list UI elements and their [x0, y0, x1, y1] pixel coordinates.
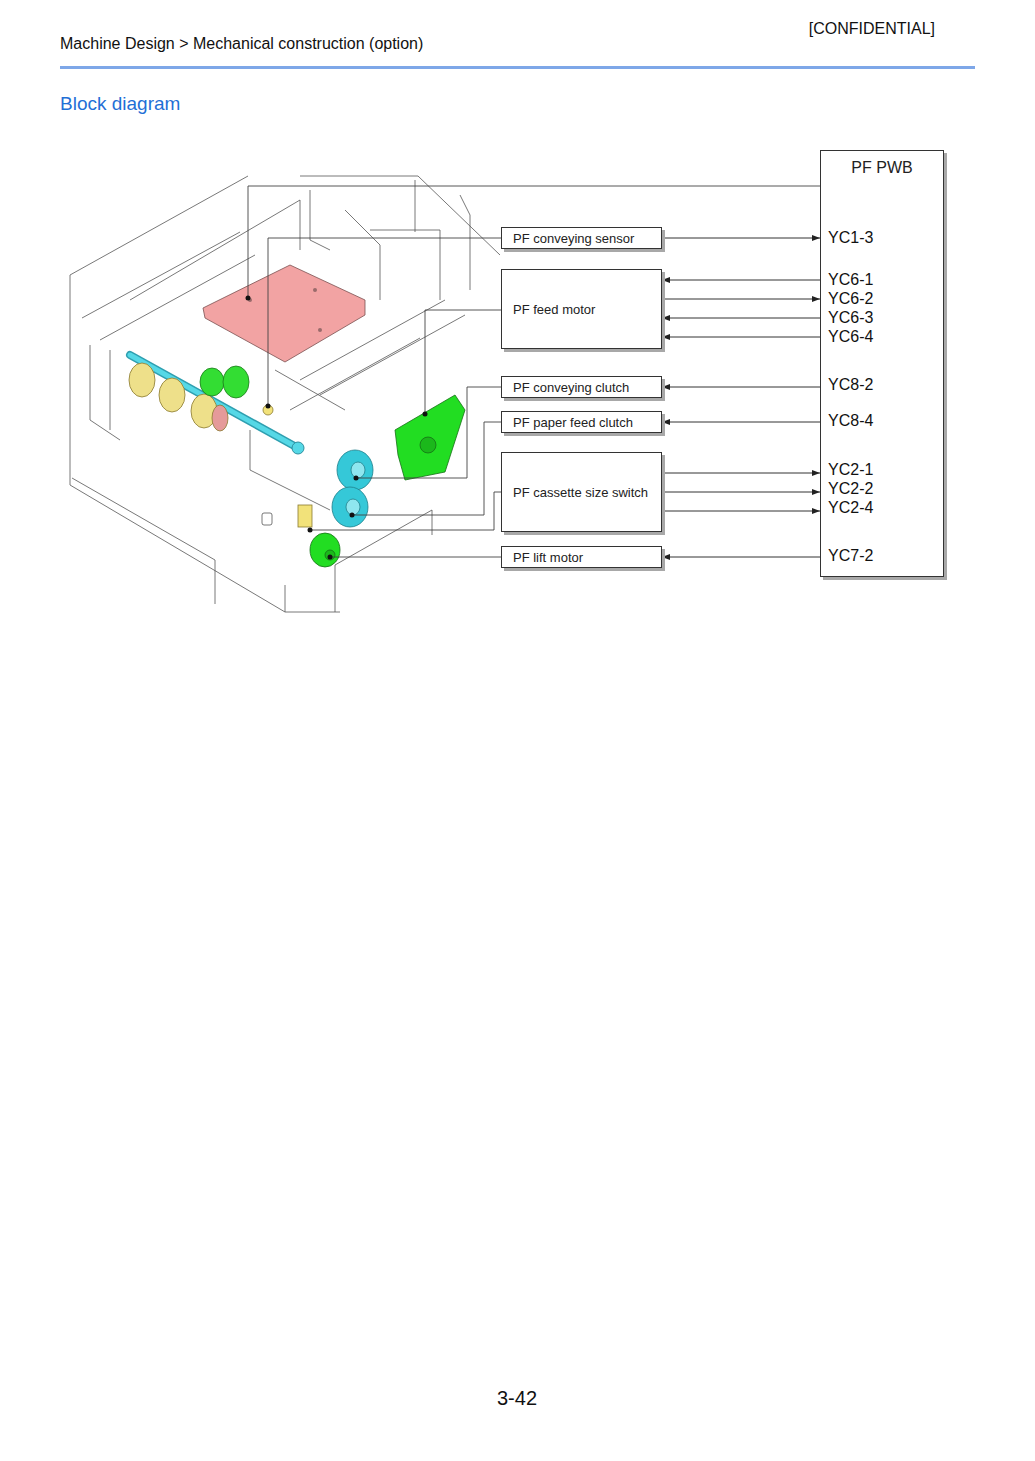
leader-lines	[248, 186, 820, 557]
connector-pin: YC8-2	[828, 376, 873, 394]
signal-arrow	[662, 511, 820, 512]
feed-motor-part-shape	[420, 437, 436, 453]
leader-dots	[246, 296, 428, 560]
node-label: PF feed motor	[513, 302, 650, 317]
clutches-shape	[332, 487, 368, 527]
leader-dots-shape	[350, 513, 355, 518]
switch-box: PF cassette size switch	[501, 452, 662, 532]
header-rule	[60, 66, 975, 69]
tray-outline-shape	[70, 485, 340, 612]
signal-arrow	[662, 280, 820, 281]
node-label: PF conveying clutch	[513, 380, 650, 395]
clutch-box: PF paper feed clutch	[501, 411, 662, 433]
motor-box: PF feed motor	[501, 269, 662, 349]
signal-arrow	[662, 387, 820, 388]
pf-pwb-board	[203, 265, 365, 362]
signal-arrow	[662, 557, 820, 558]
tray-outline-shape	[262, 513, 272, 525]
leader-dots-shape	[308, 528, 313, 533]
tray-outline-shape	[285, 585, 286, 612]
leader-dots-shape	[423, 412, 428, 417]
signal-arrow	[662, 337, 820, 338]
leader-dots-shape	[354, 476, 359, 481]
connector-pin: YC2-2	[828, 480, 873, 498]
leader-lines-shape	[268, 238, 501, 404]
connector-pin: YC6-2	[828, 290, 873, 308]
drive-gears-shape	[200, 368, 224, 396]
breadcrumb: Machine Design > Mechanical construction…	[60, 35, 423, 53]
leader-lines-shape	[425, 310, 501, 412]
tray-outline-shape	[310, 190, 330, 250]
tray-outline-shape	[90, 345, 120, 440]
tray-outline-shape	[110, 350, 111, 430]
feed-shaft-shape	[292, 442, 304, 454]
lift-motor-part-shape	[325, 550, 335, 560]
pf-pwb-board-shape	[313, 288, 317, 292]
page-number: 3-42	[497, 1387, 537, 1410]
connector-pin: YC8-4	[828, 412, 873, 430]
tray-outline-shape	[290, 338, 420, 410]
feed-motor-part-shape	[395, 395, 465, 480]
tray-outline-shape	[275, 370, 345, 410]
connector-pin: YC6-4	[828, 328, 873, 346]
leader-lines-shape	[310, 492, 501, 530]
signal-arrow	[662, 473, 820, 474]
feed-shaft-shape	[130, 355, 298, 448]
section-title: Block diagram	[60, 93, 180, 115]
signal-arrow	[662, 492, 820, 493]
node-label: PF cassette size switch	[513, 485, 650, 500]
tray-outline-shape	[460, 195, 470, 290]
feed-shaft-shape	[130, 355, 298, 448]
tray-outline-shape	[415, 180, 416, 232]
connector-pin: YC2-4	[828, 499, 873, 517]
connector-pin: YC2-1	[828, 461, 873, 479]
tray-outline-shape	[70, 275, 71, 485]
clutches-shape	[337, 450, 373, 490]
leader-dots-shape	[246, 296, 251, 301]
clutch-box: PF conveying clutch	[501, 376, 662, 398]
feed-motor-part	[395, 395, 465, 480]
signal-arrow	[662, 238, 820, 239]
feed-rollers-shape	[212, 405, 228, 431]
connector-pin: YC6-1	[828, 271, 873, 289]
tray-outline-shape	[72, 478, 215, 604]
tray-outline-shape	[370, 230, 440, 300]
tray-outline-shape	[345, 210, 380, 300]
node-label: PF lift motor	[513, 550, 650, 565]
lift-motor-part-shape	[310, 533, 340, 567]
clutches-shape	[346, 499, 360, 515]
signal-arrow	[662, 299, 820, 300]
leader-lines-shape	[330, 557, 501, 558]
leader-dots-shape	[328, 555, 333, 560]
feed-rollers	[129, 363, 228, 431]
connector-pin: YC6-3	[828, 309, 873, 327]
drive-gears-shape	[223, 366, 249, 398]
feed-rollers-shape	[159, 378, 185, 412]
node-label: PF PWB	[851, 159, 912, 177]
signal-arrow	[662, 422, 820, 423]
leader-dots-shape	[266, 404, 271, 409]
connector-pin: YC7-2	[828, 547, 873, 565]
node-label: PF paper feed clutch	[513, 415, 650, 430]
feed-rollers-shape	[129, 363, 155, 397]
cassette-switch-part	[298, 505, 312, 527]
lift-motor-part	[310, 533, 340, 567]
tray-outline	[70, 176, 500, 612]
tray-outline-shape	[70, 176, 248, 275]
leader-lines-shape	[358, 387, 501, 478]
confidential-mark: [CONFIDENTIAL]	[809, 20, 935, 38]
drive-gears	[200, 366, 273, 415]
pf-pwb-board-shape	[203, 265, 365, 362]
motor-box: PF lift motor	[501, 546, 662, 568]
cassette-switch-part-shape	[298, 505, 312, 527]
clutches-shape	[351, 462, 365, 478]
pf-pwb-board-shape	[318, 328, 322, 332]
signal-arrow	[662, 318, 820, 319]
feed-shaft	[130, 355, 304, 454]
connector-pin: YC1-3	[828, 229, 873, 247]
sensor-box: PF conveying sensor	[501, 227, 662, 249]
leader-lines-shape	[354, 422, 501, 515]
node-label: PF conveying sensor	[513, 231, 650, 246]
